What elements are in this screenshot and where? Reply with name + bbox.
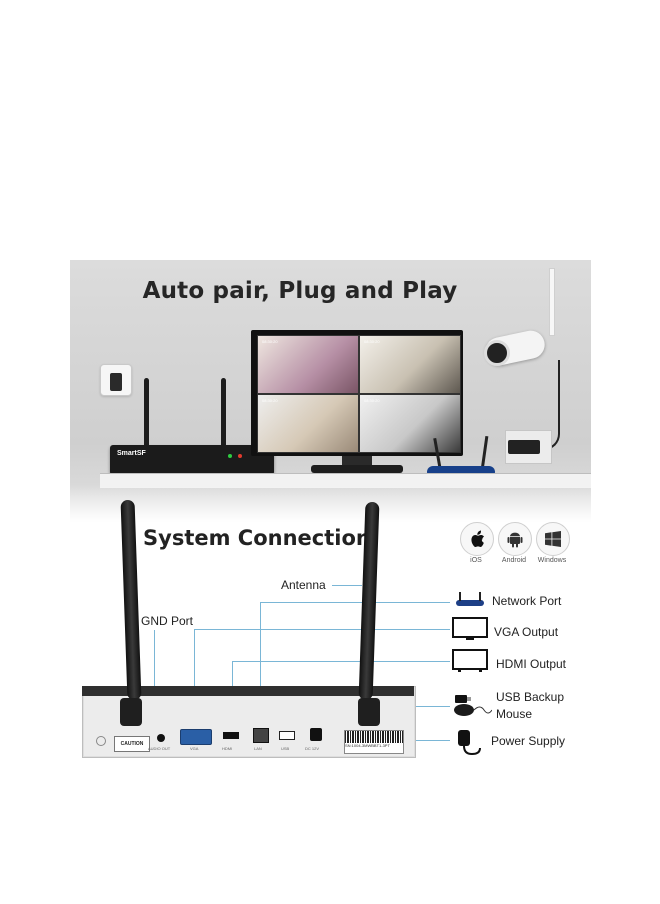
camera-feed-4: 08:30:20 [359, 394, 461, 453]
vga-port [180, 729, 212, 745]
led-red [238, 454, 242, 458]
hdmi-tv-icon [452, 649, 488, 673]
hdmi-output-label: HDMI Output [496, 657, 567, 671]
gnd-port-pointer [154, 630, 155, 724]
camera-lens [484, 340, 510, 366]
network-line [260, 602, 450, 603]
os-label-android: Android [501, 557, 527, 564]
antenna-pointer [332, 585, 362, 586]
serial-barcode: SN:1004-3MWBBT1-3PT [344, 730, 404, 754]
nvr-recorder: SmartSF [110, 445, 274, 475]
lan-port [253, 728, 269, 743]
vga-line-drop [194, 629, 195, 729]
system-connection-title: System Connection [143, 526, 371, 550]
nvr-top-edge [82, 686, 414, 696]
timestamp: 08:30:20 [364, 398, 380, 403]
usb-port [279, 731, 295, 740]
wall-outlet [100, 364, 132, 396]
os-label-ios: iOS [470, 557, 482, 564]
timestamp: 08:30:20 [262, 398, 278, 403]
network-port-label: Network Port [492, 594, 562, 608]
usb-backup-label: USB Backup [496, 690, 565, 704]
nvr-antenna-right [221, 378, 226, 450]
camera-feed-2: 08:30:20 [359, 335, 461, 394]
antenna-left [120, 499, 142, 701]
dc-port-label: DC 12V [305, 746, 320, 751]
windows-icon [536, 522, 570, 556]
antenna-base-left [120, 698, 142, 726]
vga-line [194, 629, 450, 630]
headline: Auto pair, Plug and Play [142, 278, 458, 304]
gnd-port-label: GND Port [141, 614, 194, 628]
monitor: 08:30:20 08:30:20 08:30:20 08:30:20 [251, 330, 463, 456]
camera-feed-3: 08:30:20 [257, 394, 359, 453]
led-green [228, 454, 232, 458]
camera-feed-1: 08:30:20 [257, 335, 359, 394]
gnd-port [157, 734, 165, 742]
vga-port-label: VGA [190, 746, 199, 751]
power-adapter-icon [452, 726, 482, 756]
serial-number: SN:1004-3MWBBT1-3PT [345, 743, 390, 748]
vga-monitor-icon [452, 617, 488, 641]
monitor-base [311, 465, 403, 473]
hdmi-line [232, 661, 450, 662]
os-label-windows: Windows [537, 557, 567, 564]
timestamp: 08:30:20 [262, 339, 278, 344]
router-antenna [480, 435, 489, 471]
mouse-icon [452, 703, 493, 717]
apple-icon [460, 522, 494, 556]
antenna-base-right [358, 698, 380, 726]
hdmi-port [223, 732, 239, 739]
vga-output-label: VGA Output [494, 625, 559, 639]
camera-antenna [549, 268, 555, 336]
audio-out-label: AUDIO OUT [148, 746, 171, 751]
network-line-drop [260, 602, 261, 722]
dc-port [310, 728, 322, 741]
power-adapter [508, 440, 540, 454]
usb-drive-icon [455, 690, 471, 703]
lan-port-label: LAN [254, 746, 262, 751]
router-icon [454, 590, 486, 608]
nvr-brand: SmartSF [117, 450, 146, 457]
antenna-label: Antenna [281, 578, 326, 592]
timestamp: 08:30:20 [364, 339, 380, 344]
usb-port-label: USB [281, 746, 290, 751]
hdmi-port-label: HDMI [222, 746, 233, 751]
mouse-label: Mouse [496, 707, 533, 721]
monitor-stand [342, 456, 372, 466]
scene-fade [70, 485, 591, 522]
android-icon [498, 522, 532, 556]
shelf [100, 473, 591, 488]
screw-hole [96, 736, 106, 746]
plug-and-play-scene: Auto pair, Plug and Play SmartSF 08:30:2… [70, 260, 591, 522]
power-supply-label: Power Supply [491, 734, 566, 748]
nvr-antenna-left [144, 378, 149, 450]
caution-label: CAUTION [114, 736, 150, 752]
